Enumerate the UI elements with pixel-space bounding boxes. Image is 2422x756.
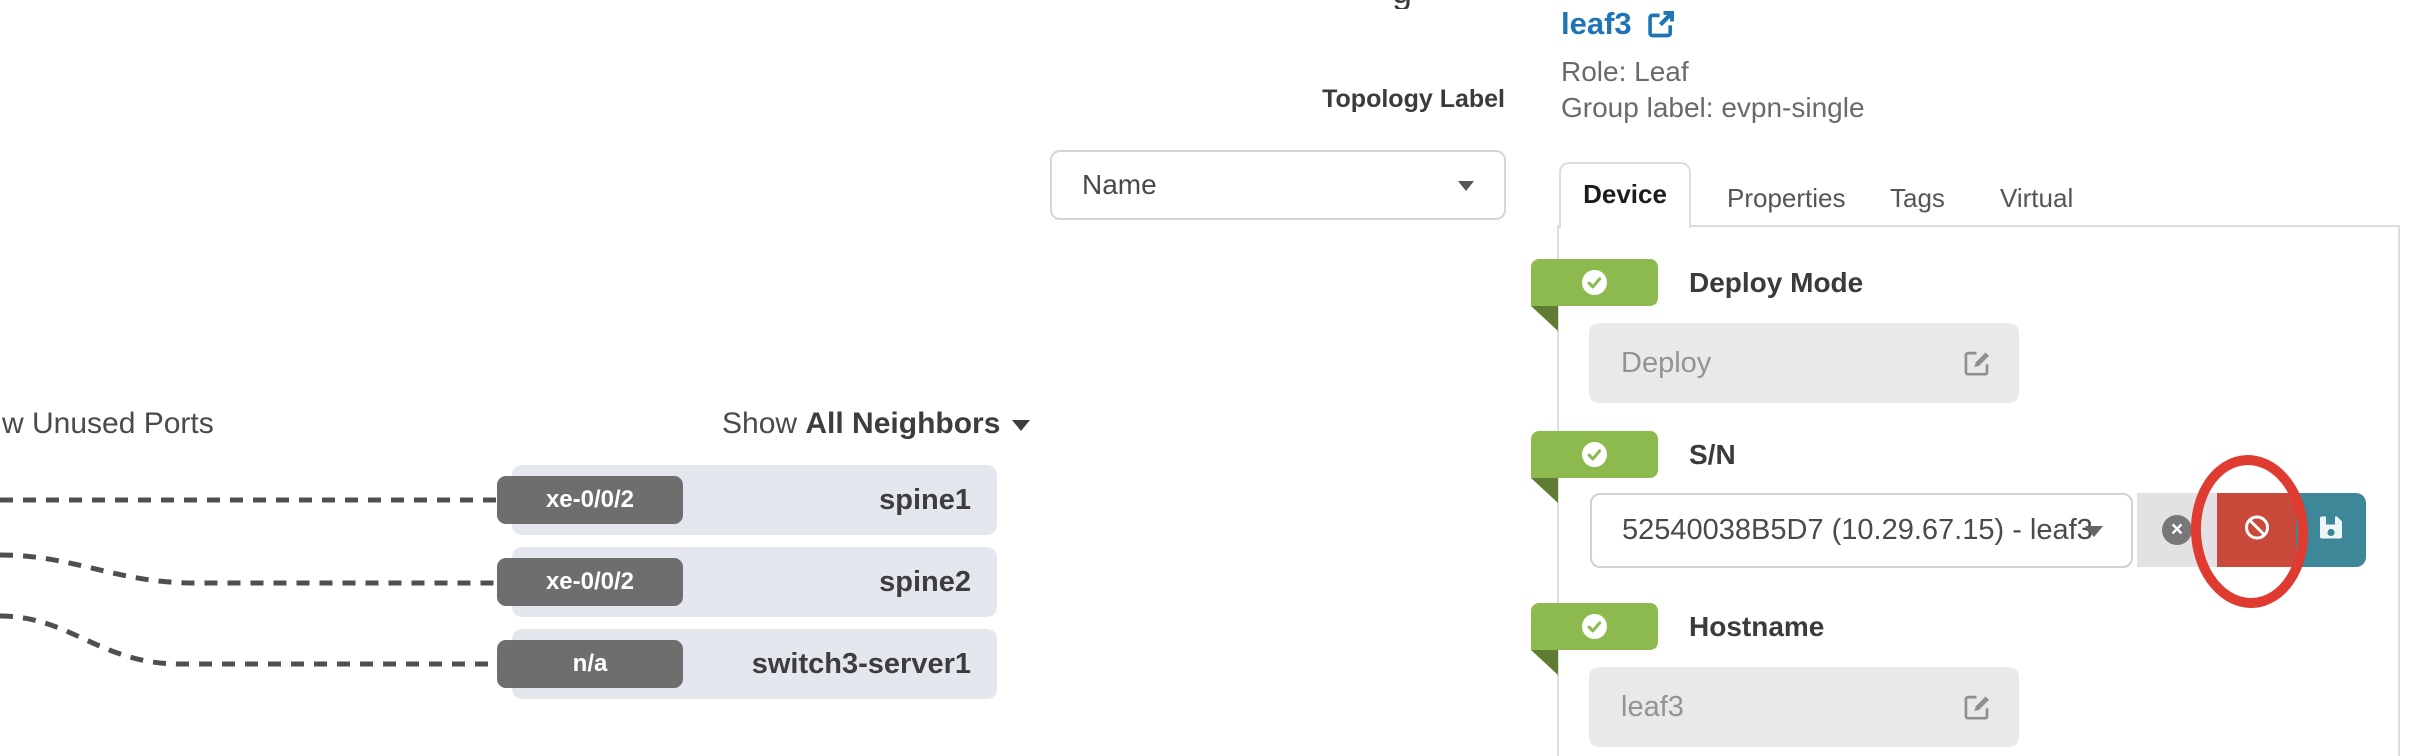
device-role: Role: Leaf	[1561, 56, 1689, 87]
check-circle-icon	[1581, 269, 1608, 301]
tab-properties[interactable]: Properties	[1727, 183, 1846, 213]
serial-number-select[interactable]: 52540038B5D7 (10.29.67.15) - leaf3	[1590, 493, 2133, 568]
deploy-mode-value: Deploy	[1621, 347, 1712, 379]
section-title-hostname: Hostname	[1689, 611, 1825, 642]
panel-border-right	[2398, 225, 2400, 756]
neighbor-device-label: spine1	[879, 484, 971, 516]
clipped-text-fragment: g	[1392, 0, 1436, 9]
link-line-spine2	[0, 552, 497, 586]
section-title-deploy-mode: Deploy Mode	[1689, 267, 1864, 298]
show-label: Show	[722, 407, 798, 440]
unused-ports-label[interactable]: w Unused Ports	[2, 407, 214, 440]
ribbon-fold	[1531, 306, 1558, 331]
chevron-down-icon	[1012, 419, 1031, 431]
device-title-link[interactable]: leaf3	[1561, 6, 1678, 42]
tab-tags[interactable]: Tags	[1890, 183, 1945, 213]
link-line-server	[0, 613, 497, 667]
close-circle-icon: ×	[2162, 515, 2192, 545]
deploy-mode-field: Deploy	[1589, 323, 2019, 403]
status-ribbon-deploy-mode	[1531, 259, 1658, 306]
device-name: leaf3	[1561, 6, 1632, 41]
save-icon	[2316, 513, 2346, 548]
ban-icon	[2242, 513, 2272, 548]
topology-label-select[interactable]: Name	[1050, 150, 1506, 220]
port-badge: xe-0/0/2	[497, 476, 683, 524]
red-circle-annotation	[2187, 452, 2312, 611]
external-link-icon	[1647, 10, 1674, 38]
hostname-value: leaf3	[1621, 691, 1684, 723]
tab-device[interactable]: Device	[1559, 162, 1691, 228]
port-badge: n/a	[497, 640, 683, 688]
check-circle-icon	[1581, 613, 1608, 645]
decommission-button[interactable]	[2217, 493, 2296, 567]
status-ribbon-serial	[1531, 431, 1658, 478]
neighbor-device-label: spine2	[879, 566, 971, 598]
status-ribbon-hostname	[1531, 603, 1658, 650]
cancel-button[interactable]: ×	[2137, 493, 2217, 567]
check-circle-icon	[1581, 441, 1608, 473]
show-neighbors-dropdown[interactable]: Show All Neighbors	[722, 407, 1031, 441]
serial-number-value: 52540038B5D7 (10.29.67.15) - leaf3	[1622, 514, 2093, 546]
topology-links	[0, 497, 497, 667]
port-badge: xe-0/0/2	[497, 558, 683, 606]
chevron-down-icon	[1458, 181, 1474, 191]
chevron-down-icon	[2085, 526, 2103, 537]
neighbor-row[interactable]: xe-0/0/2 spine2	[497, 547, 997, 617]
neighbor-row[interactable]: xe-0/0/2 spine1	[497, 465, 997, 535]
hostname-field: leaf3	[1589, 667, 2019, 747]
topology-label-selected-value: Name	[1082, 169, 1157, 200]
device-group-label: Group label: evpn-single	[1561, 92, 1865, 123]
tabs-divider	[1557, 225, 2400, 227]
neighbors-filter-value: All Neighbors	[805, 407, 1001, 440]
neighbor-row[interactable]: n/a switch3-server1	[497, 629, 997, 699]
neighbor-device-label: switch3-server1	[751, 648, 971, 680]
panel-border-left	[1557, 225, 1559, 756]
edit-icon[interactable]	[1961, 347, 1993, 384]
topology-label-caption: Topology Label	[1322, 85, 1505, 113]
ribbon-fold	[1531, 478, 1558, 503]
tab-virtual[interactable]: Virtual	[2000, 183, 2074, 213]
edit-icon[interactable]	[1961, 691, 1993, 728]
save-button[interactable]	[2296, 493, 2366, 567]
section-title-serial: S/N	[1689, 439, 1736, 470]
ribbon-fold	[1531, 650, 1558, 675]
